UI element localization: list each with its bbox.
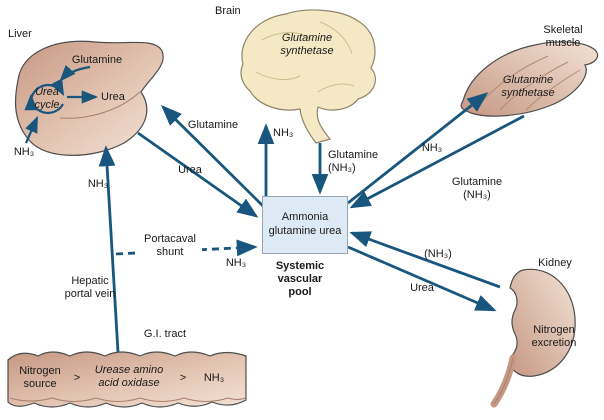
gi-arrow-glyph-2: >	[179, 372, 187, 384]
arrow-label-nh3-kidney: (NH₃)	[424, 248, 452, 260]
gi-nh3-label: NH₃	[203, 372, 225, 384]
portacaval-shunt-label: Portacaval shunt	[138, 233, 202, 259]
kidney-ureter	[490, 354, 517, 408]
liver-lobe-line	[59, 91, 141, 119]
arrow-label-glutamine-brain: Glutamine (NH₃)	[328, 149, 379, 174]
skeletal-muscle-label: Skeletal muscle	[543, 24, 583, 49]
glutamine-to-cycle-arrow	[59, 64, 91, 82]
hepatic-portal-vein-label: Hepatic portal vein	[64, 275, 116, 300]
liver-urea-label: Urea	[101, 91, 125, 103]
kidney-to-pool-nh3-arrow	[349, 231, 501, 289]
gi-arrow-glyph-1: >	[73, 372, 81, 384]
arrow-label-glutamine-muscle: Glutamine (NH₃)	[451, 176, 503, 201]
brain-shape	[240, 9, 376, 144]
arrow-label-nh3-brain: NH₃	[273, 127, 294, 139]
skeletal-muscle-shape	[460, 41, 599, 117]
gi-tract-inner-line	[9, 397, 246, 402]
arrow-label-glutamine-liver: Glutamine	[187, 119, 239, 131]
liver-to-pool-urea-arrow	[137, 131, 259, 218]
gi-tract-shape	[7, 351, 247, 408]
gi-nitrogen-source-label: Nitrogen source	[19, 365, 61, 390]
liver-glutamine-label: Glutamine	[71, 54, 123, 66]
urea-cycle-arc-bottom	[24, 93, 64, 115]
gi-tract-label: G.I. tract	[143, 328, 187, 340]
arrow-label-urea-liver: Urea	[178, 164, 202, 176]
arrow-label-nh3-muscle: NH₃	[421, 142, 443, 154]
hepatic-portal-vein-line	[98, 145, 120, 353]
liver-nh3-label: NH₃	[13, 146, 35, 158]
brain-gyri-lines	[255, 21, 355, 93]
brain-enzyme-label: Glutamine synthetase	[280, 32, 334, 57]
arrow-label-nh3-shunt: NH₃	[225, 257, 247, 269]
nh3-to-cycle-arrow	[24, 115, 39, 144]
pool-to-kidney-urea-arrow	[347, 245, 497, 312]
liver-label: Liver	[8, 28, 32, 40]
kidney-shape	[509, 268, 576, 377]
pool-to-muscle-nh3-arrow	[347, 92, 489, 205]
systemic-pool-box: Ammonia glutamine urea	[262, 196, 348, 254]
pool-to-liver-glutamine-arrow	[161, 105, 264, 207]
kidney-label: Kidney	[538, 257, 572, 269]
arrow-label-urea-kidney: Urea	[410, 282, 434, 294]
urea-cycle-label: Urea cycle	[34, 86, 60, 111]
muscle-enzyme-label: Glutamine synthetase	[501, 74, 555, 99]
nitrogen-excretion-label: Nitrogen excretion	[531, 324, 577, 349]
systemic-pool-label: Systemic vascular pool	[275, 260, 325, 298]
brain-label: Brain	[215, 5, 241, 17]
kidney-ureter-outline	[493, 357, 514, 405]
gi-enzyme-label: Urease amino acid oxidase	[94, 364, 164, 389]
muscle-to-pool-glutamine-arrow	[349, 114, 525, 209]
arrow-label-nh3-portal: NH₃	[87, 178, 109, 190]
